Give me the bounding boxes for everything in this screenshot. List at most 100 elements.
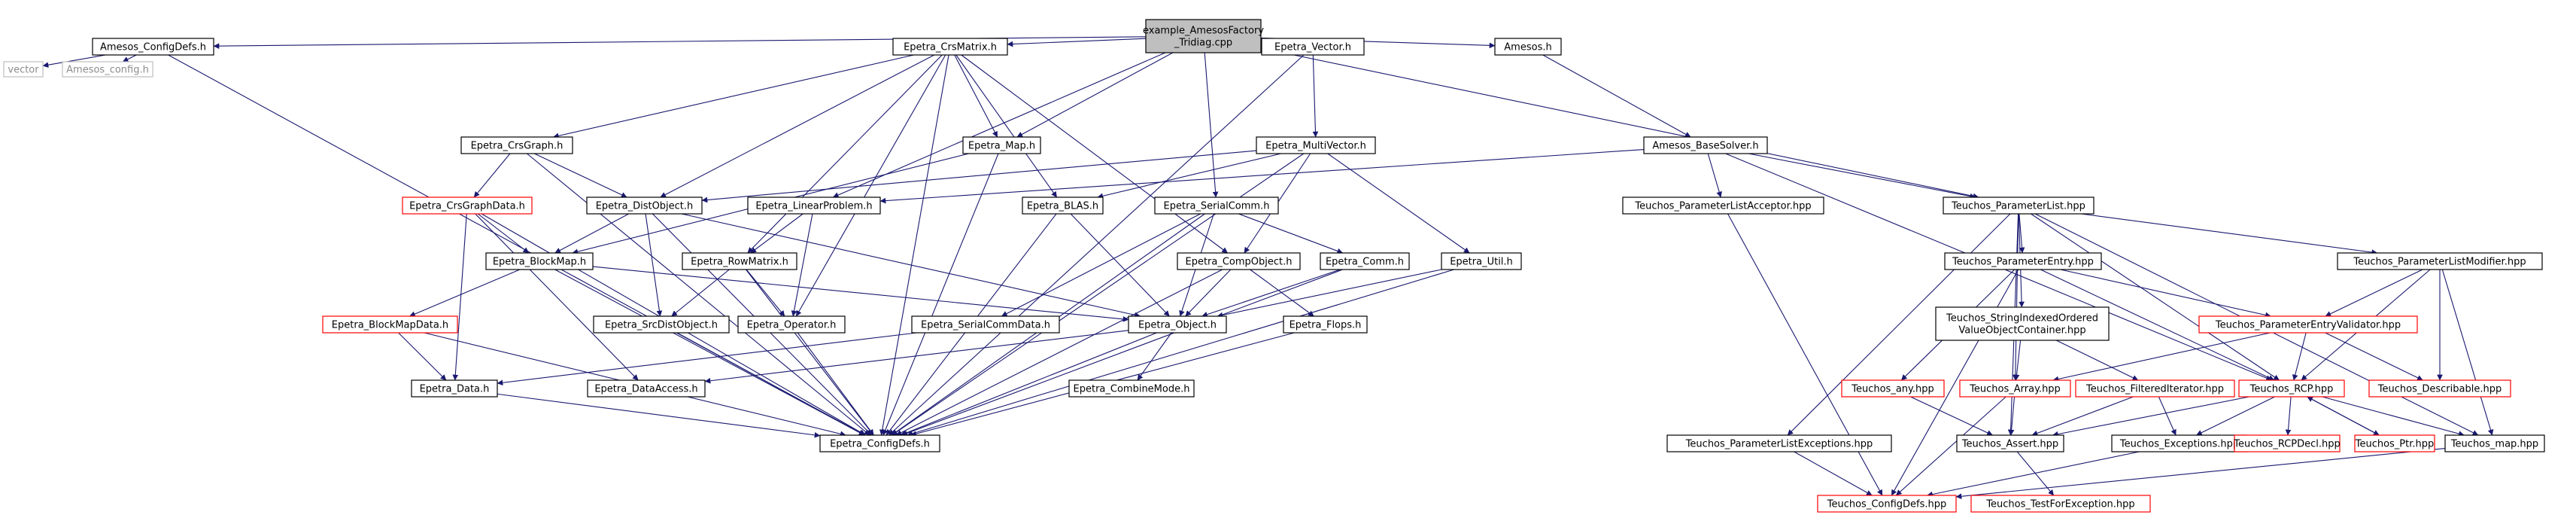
edge-line	[2031, 213, 2280, 381]
node-amesos-config[interactable]: Amesos_config.h	[62, 61, 153, 78]
node-teuchos-filterediterator[interactable]: Teuchos_FilteredIterator.hpp	[2075, 379, 2235, 398]
edge-line	[907, 269, 1454, 437]
node-epetra-serialcommdata[interactable]: Epetra_SerialCommData.h	[911, 315, 1060, 334]
node-box	[411, 379, 498, 398]
edge-epetra_crsgraphdata-to-epetra_data	[452, 213, 467, 381]
node-epetra-map[interactable]: Epetra_Map.h	[962, 136, 1041, 154]
node-epetra-configdefs[interactable]: Epetra_ConfigDefs.h	[819, 434, 940, 452]
node-root: example_AmesosFactory_Tridiag.cpp	[1143, 19, 1264, 53]
edge-teuchos_exceptions-to-teuchos_configdefs	[1927, 451, 2140, 498]
node-epetra-util[interactable]: Epetra_Util.h	[1441, 252, 1522, 270]
node-label: Teuchos_ParameterEntryValidator.hpp	[2215, 320, 2401, 331]
node-teuchos-ptr[interactable]: Teuchos_Ptr.hpp	[2354, 434, 2435, 452]
node-teuchos-array[interactable]: Teuchos_Array.hpp	[1959, 379, 2071, 398]
edge-amesos_h-to-amesos_basesolver	[1542, 54, 1691, 138]
edge-line	[954, 54, 998, 138]
node-epetra-compobject[interactable]: Epetra_CompObject.h	[1177, 252, 1301, 270]
edge-epetra_serialcomm-to-epetra_comm	[1238, 213, 1344, 254]
node-epetra-flops[interactable]: Epetra_Flops.h	[1283, 315, 1368, 334]
edge-epetra_distobject-to-epetra_srcdistobject	[645, 213, 663, 317]
node-epetra-crsmatrix[interactable]: Epetra_CrsMatrix.h	[892, 38, 1008, 56]
edge-epetra_blockmap-to-epetra_object	[592, 266, 1129, 322]
node-teuchos-stringindexed[interactable]: Teuchos_StringIndexedOrderedValueObjectC…	[1935, 306, 2110, 341]
edge-epetra_comm-to-epetra_object	[1201, 269, 1341, 318]
node-teuchos-parameterlistexceptions[interactable]: Teuchos_ParameterListExceptions.hpp	[1666, 434, 1892, 452]
edge-line	[497, 332, 917, 386]
edge-line	[2060, 269, 2271, 318]
edge-epetra_linearproblem-to-epetra_rowmatrix	[750, 213, 803, 254]
node-box	[587, 379, 706, 398]
edge-epetra_data-to-epetra_configdefs	[497, 393, 821, 438]
node-box	[1154, 196, 1279, 215]
edge-line	[1794, 451, 1873, 496]
node-teuchos-parameterentryvalidator[interactable]: Teuchos_ParameterEntryValidator.hpp	[2198, 315, 2418, 334]
node-amesos-h[interactable]: Amesos.h	[1494, 38, 1562, 56]
node-teuchos-parameterlist[interactable]: Teuchos_ParameterList.hpp	[1943, 196, 2095, 215]
node-box	[1935, 306, 2110, 341]
node-teuchos-parameterentry[interactable]: Teuchos_ParameterEntry.hpp	[1944, 252, 2102, 270]
edge-line	[2441, 269, 2494, 436]
node-amesos-configdefs[interactable]: Amesos_ConfigDefs.h	[92, 38, 214, 56]
node-epetra-vector[interactable]: Epetra_Vector.h	[1261, 38, 1365, 56]
node-epetra-rowmatrix[interactable]: Epetra_RowMatrix.h	[682, 252, 797, 270]
node-epetra-data[interactable]: Epetra_Data.h	[411, 379, 498, 398]
node-teuchos-configdefs[interactable]: Teuchos_ConfigDefs.hpp	[1817, 495, 1957, 513]
node-box	[1944, 252, 2102, 270]
edge-line	[879, 148, 1645, 204]
edge-root-to-epetra_linearproblem	[832, 52, 1166, 198]
node-teuchos-parameterlistmodifier[interactable]: Teuchos_ParameterListModifier.hpp	[2337, 252, 2543, 270]
node-epetra-blockmapdata[interactable]: Epetra_BlockMapData.h	[322, 315, 458, 334]
node-epetra-operator[interactable]: Epetra_Operator.h	[737, 315, 846, 334]
node-box	[682, 252, 797, 270]
node-teuchos-parameterlistacceptor[interactable]: Teuchos_ParameterListAcceptor.hpp	[1622, 196, 1824, 215]
node-epetra-crsgraph[interactable]: Epetra_CrsGraph.h	[460, 136, 573, 154]
edge-line	[1327, 153, 1470, 254]
node-epetra-combinemode[interactable]: Epetra_CombineMode.h	[1068, 379, 1195, 398]
node-epetra-serialcomm[interactable]: Epetra_SerialComm.h	[1154, 196, 1279, 215]
edge-epetra_vector-to-epetra_configdefs	[889, 54, 1305, 436]
node-label: Epetra_SerialCommData.h	[921, 320, 1050, 331]
node-label: Epetra_BlockMapData.h	[332, 320, 448, 331]
edge-line	[452, 213, 467, 381]
edge-teuchos_parameterlistmodifier-to-teuchos_map	[2441, 269, 2494, 436]
node-label: Epetra_Object.h	[1138, 320, 1217, 331]
node-teuchos-map[interactable]: Teuchos_map.hpp	[2444, 434, 2545, 452]
edge-teuchos_rcp-to-teuchos_exceptions	[2196, 396, 2275, 436]
node-teuchos-describable[interactable]: Teuchos_Describable.hpp	[2368, 379, 2511, 398]
edge-epetra_crsmatrix-to-epetra_map	[954, 54, 998, 138]
edge-teuchos_filterediterator-to-teuchos_assert	[2031, 396, 2134, 437]
node-epetra-blockmap[interactable]: Epetra_BlockMap.h	[485, 252, 594, 270]
node-label: Teuchos_Array.hpp	[1969, 384, 2061, 395]
node-epetra-distobject[interactable]: Epetra_DistObject.h	[586, 196, 703, 215]
edge-root-to-epetra_serialcomm	[1204, 52, 1219, 198]
node-vector[interactable]: vector	[3, 61, 44, 78]
node-epetra-srcdistobject[interactable]: Epetra_SrcDistObject.h	[593, 315, 730, 334]
node-epetra-linearproblem[interactable]: Epetra_LinearProblem.h	[747, 196, 881, 215]
node-label: Teuchos_ParameterListAcceptor.hpp	[1634, 201, 1811, 212]
node-epetra-blas[interactable]: Epetra_BLAS.h	[1022, 196, 1104, 215]
node-label: Epetra_MultiVector.h	[1265, 141, 1366, 152]
node-teuchos-rcpdecl[interactable]: Teuchos_RCPDecl.hpp	[2233, 434, 2341, 452]
edge-teuchos_any-to-teuchos_assert	[1910, 396, 1993, 436]
edge-epetra_util-to-epetra_configdefs	[907, 269, 1454, 437]
node-label: Teuchos_map.hpp	[2450, 439, 2538, 450]
node-epetra-object[interactable]: Epetra_Object.h	[1128, 315, 1227, 334]
node-label: Teuchos_StringIndexedOrdered	[1946, 313, 2098, 324]
node-label: Teuchos_FilteredIterator.hpp	[2085, 384, 2224, 395]
edge-line	[660, 54, 935, 198]
node-teuchos-testforexception[interactable]: Teuchos_TestForException.hpp	[1970, 495, 2151, 513]
node-box	[2337, 252, 2543, 270]
node-epetra-comm[interactable]: Epetra_Comm.h	[1320, 252, 1410, 270]
edge-line	[2052, 332, 2271, 382]
node-epetra-dataaccess[interactable]: Epetra_DataAccess.h	[587, 379, 706, 398]
node-epetra-multivector[interactable]: Epetra_MultiVector.h	[1256, 136, 1376, 154]
node-label: Epetra_BLAS.h	[1027, 201, 1098, 212]
node-epetra-crsgraphdata[interactable]: Epetra_CrsGraphData.h	[402, 196, 533, 215]
node-label: Epetra_Util.h	[1450, 257, 1513, 268]
node-amesos-basesolver[interactable]: Amesos_BaseSolver.h	[1643, 136, 1768, 154]
node-teuchos-rcp[interactable]: Teuchos_RCP.hpp	[2238, 379, 2345, 398]
node-teuchos-assert[interactable]: Teuchos_Assert.hpp	[1956, 434, 2064, 452]
node-teuchos-exceptions[interactable]: Teuchos_Exceptions.hpp	[2111, 434, 2248, 452]
node-box	[1841, 379, 1945, 398]
node-teuchos-any[interactable]: Teuchos_any.hpp	[1841, 379, 1945, 398]
